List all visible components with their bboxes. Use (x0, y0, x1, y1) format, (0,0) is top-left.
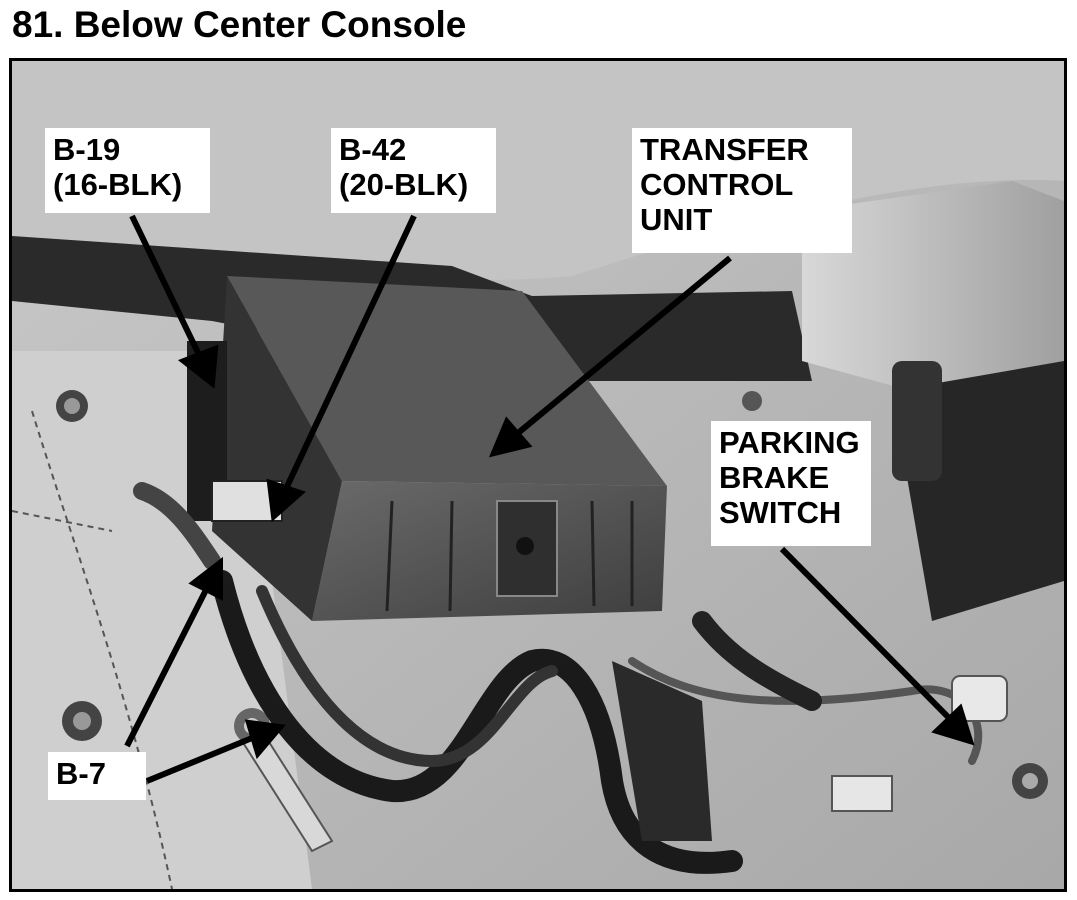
label-b7: B-7 (48, 752, 146, 800)
control-unit-side (212, 276, 342, 621)
arrow-b7-lower (145, 733, 259, 784)
arrow-b7-upper (124, 584, 211, 748)
screw-1 (56, 390, 88, 422)
upper-trim (12, 61, 1064, 281)
arrow-pbs (779, 546, 955, 724)
screw-5 (1012, 763, 1048, 799)
control-unit-ribs (385, 500, 634, 612)
label-b19: B-19 (16-BLK) (45, 128, 210, 213)
arrow-b19 (129, 214, 205, 363)
arrow-b42 (281, 214, 417, 495)
wire-terminal (831, 775, 893, 812)
panel-seam-2 (12, 510, 113, 532)
brake-switch (951, 675, 1008, 722)
label-b42: B-42 (20-BLK) (331, 128, 496, 213)
connector-b42 (211, 480, 283, 522)
control-unit-top (227, 276, 667, 486)
wire-harness (133, 482, 983, 874)
page-title: 81. Below Center Console (12, 4, 467, 45)
panel-seam (31, 410, 173, 889)
label-parking-brake-switch: PARKING BRAKE SWITCH (711, 421, 871, 546)
brake-pivot (892, 361, 942, 481)
tape-wrap (612, 661, 712, 841)
screw-2 (62, 701, 102, 741)
pointer-arrows (124, 214, 975, 784)
screw-4 (742, 391, 762, 411)
arrow-tcu (510, 255, 732, 441)
right-bracket (802, 181, 1064, 391)
label-transfer-control-unit: TRANSFER CONTROL UNIT (632, 128, 852, 253)
control-unit-front (312, 481, 667, 621)
